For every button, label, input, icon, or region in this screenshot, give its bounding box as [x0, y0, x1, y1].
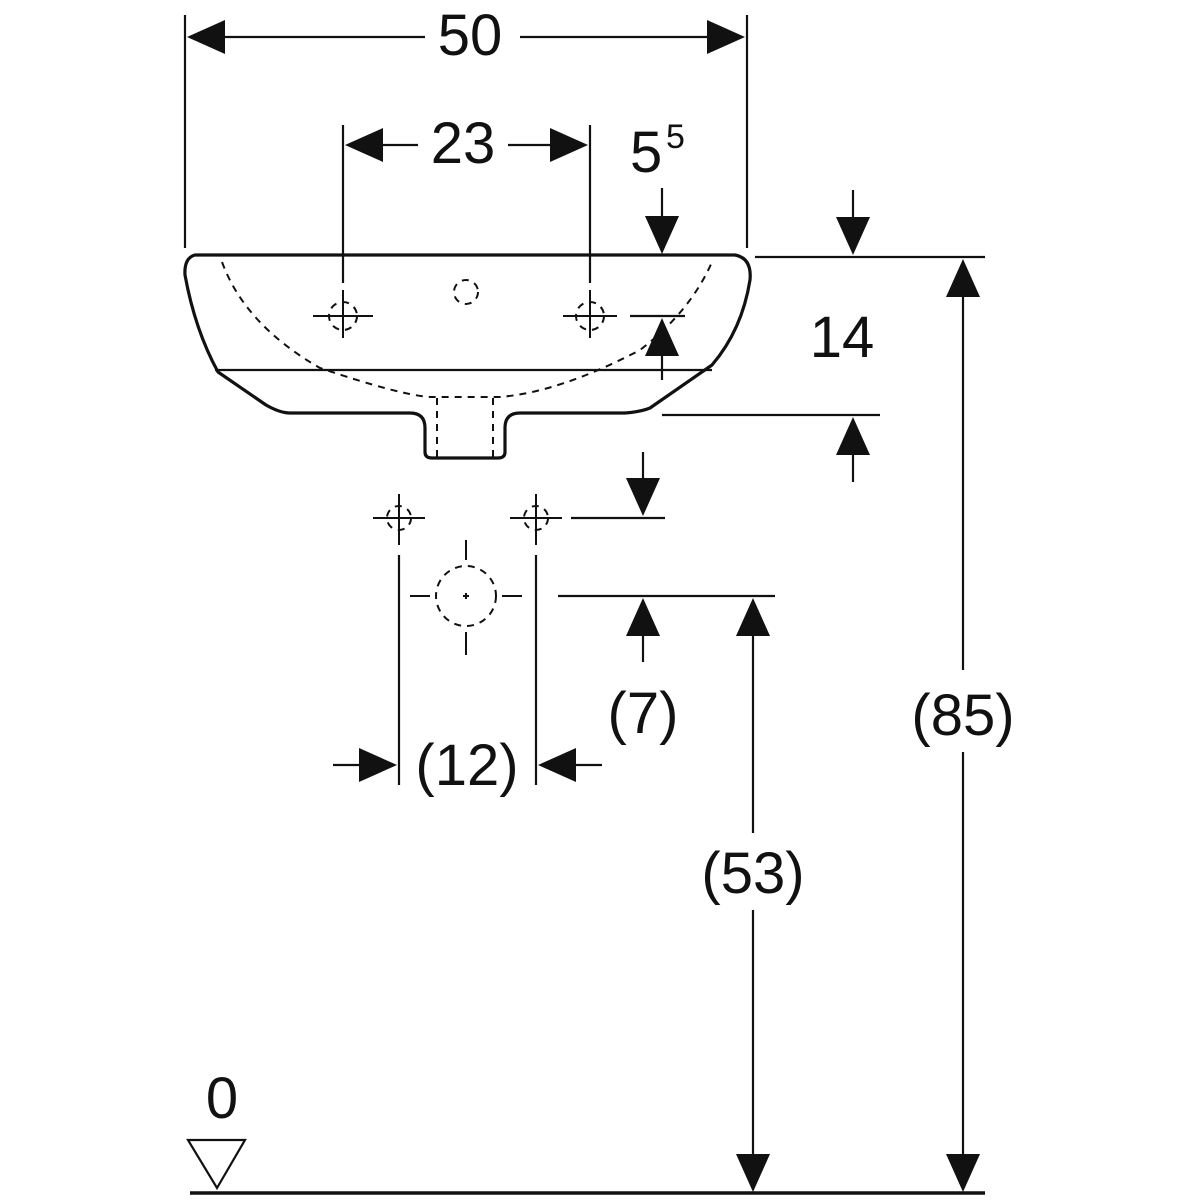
basin-outline [183, 253, 752, 460]
dim-waste-height: (53) [701, 598, 805, 1192]
floor-level: 0 [186, 1066, 985, 1195]
overflow-hole-icon [453, 279, 479, 305]
floor-level-triangle-icon [186, 1138, 247, 1191]
dim-waste-height-label: (53) [701, 841, 804, 906]
tap-hole-right-icon [563, 290, 617, 338]
dim-supply-to-waste: (7) [558, 452, 775, 746]
supply-connection-left-icon [373, 494, 425, 545]
dim-rim-to-tap-hole: 5 5 [630, 118, 685, 380]
dim-rim-height: (85) [911, 259, 1015, 1192]
dim-supply-to-waste-label: (7) [608, 681, 679, 746]
dim-rim-to-tap-sup-label: 5 [666, 118, 685, 156]
dim-rim-to-tap-main-label: 5 [630, 120, 662, 185]
dim-basin-height: 14 [662, 190, 985, 482]
dim-tap-hole-spacing-label: 23 [431, 111, 496, 176]
dim-rim-height-label: (85) [911, 683, 1014, 748]
dim-overall-width-label: 50 [438, 3, 503, 68]
tap-hole-left-icon [313, 290, 373, 338]
dim-basin-height-label: 14 [810, 305, 875, 370]
basin-inner-bowl-hidden-lines [221, 261, 713, 458]
floor-level-label: 0 [206, 1066, 238, 1131]
dim-supply-spacing: (12) [333, 555, 602, 798]
waste-connection-icon [410, 540, 522, 655]
dim-supply-spacing-label: (12) [415, 733, 518, 798]
dim-overall-width: 50 [183, 3, 749, 248]
supply-connection-right-icon [510, 494, 562, 545]
dim-tap-hole-spacing: 23 [341, 111, 592, 283]
